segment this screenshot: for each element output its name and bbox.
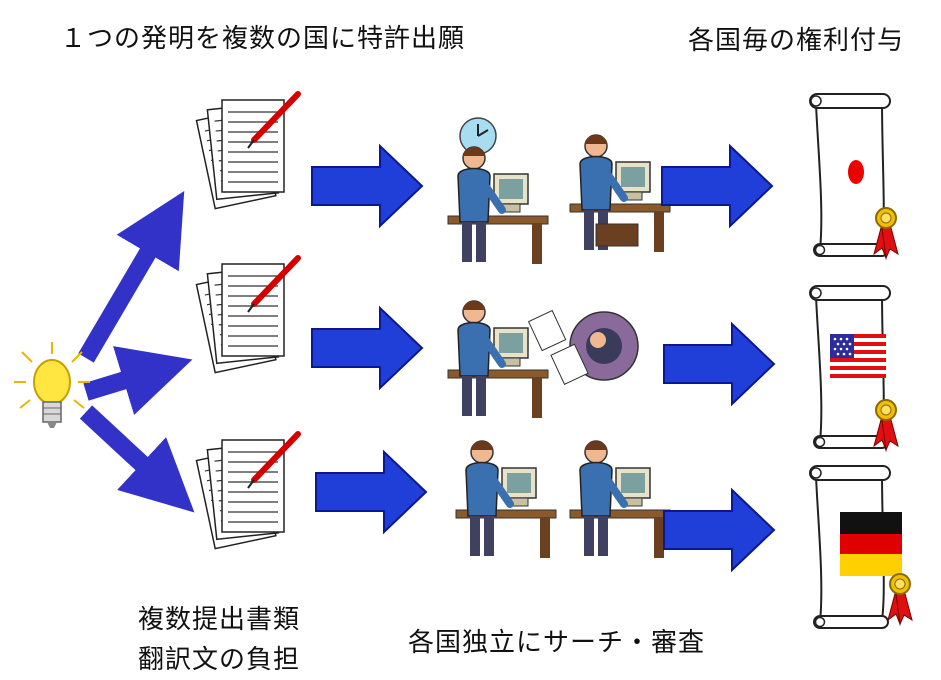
examiner-row-usa bbox=[448, 301, 639, 418]
flow-arrow bbox=[311, 145, 423, 227]
caption-documents: 複数提出書類 翻訳文の負担 bbox=[138, 600, 300, 680]
patent-documents-icon bbox=[196, 434, 298, 549]
certificate-usa bbox=[809, 285, 899, 451]
certificate-japan bbox=[809, 93, 899, 259]
usa-flag-icon bbox=[830, 334, 886, 378]
patent-documents-icon bbox=[196, 258, 298, 373]
examiner-row-germany bbox=[456, 441, 670, 558]
japan-flag-icon bbox=[848, 160, 864, 184]
flow-arrow bbox=[661, 145, 773, 227]
caption-documents-line2: 翻訳文の負担 bbox=[138, 645, 301, 675]
certificate-germany bbox=[809, 465, 913, 629]
fan-arrow-middle bbox=[83, 346, 193, 415]
flow-arrow bbox=[663, 323, 775, 405]
caption-documents-line1: 複数提出書類 bbox=[138, 605, 301, 635]
examiner-person-icon bbox=[527, 309, 639, 385]
examiner-person-icon bbox=[456, 441, 556, 558]
title-rights-per-country: 各国毎の権利付与 bbox=[688, 26, 905, 56]
lightbulb-icon bbox=[14, 342, 90, 428]
fan-arrow-bottom bbox=[79, 405, 195, 513]
examiner-person-icon bbox=[448, 301, 548, 418]
flow-arrow bbox=[663, 489, 775, 571]
fan-arrow-top bbox=[78, 190, 185, 363]
fan-arrows bbox=[78, 190, 195, 513]
examiner-row-japan bbox=[448, 117, 670, 264]
germany-flag-icon bbox=[840, 512, 902, 576]
patent-documents-icon bbox=[196, 94, 298, 209]
flow-arrow bbox=[315, 451, 427, 533]
seal-ribbon-icon bbox=[887, 573, 913, 625]
title-multi-country-filing: １つの発明を複数の国に特許出願 bbox=[60, 24, 466, 54]
flow-arrow bbox=[311, 307, 423, 389]
examiner-person-icon bbox=[448, 147, 548, 264]
examiner-person-icon bbox=[570, 441, 670, 558]
caption-independent-search: 各国独立にサーチ・審査 bbox=[408, 628, 706, 658]
